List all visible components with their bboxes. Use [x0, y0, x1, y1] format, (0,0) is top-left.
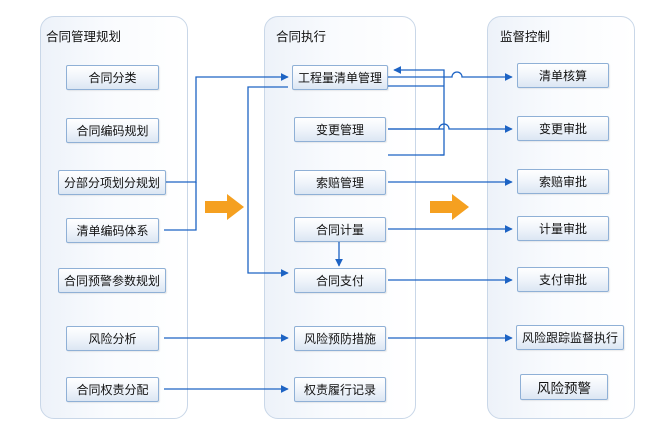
box-measure-approval: 计量审批 [517, 216, 609, 241]
box-claim-approval: 索赔审批 [517, 169, 609, 194]
flow-arrow-right [430, 194, 469, 220]
connector-feedback-loop [393, 66, 445, 156]
box-authority-allocation: 合同权责分配 [66, 377, 159, 402]
box-contract-measurement: 合同计量 [294, 217, 386, 242]
box-risk-prevention: 风险预防措施 [294, 326, 386, 351]
box-boq-coding-system: 清单编码体系 [66, 218, 159, 243]
box-boq-check: 清单核算 [517, 63, 609, 88]
connector-boq-to-payment [247, 86, 289, 277]
flow-arrow-left [205, 194, 244, 220]
box-contract-classification: 合同分类 [66, 65, 159, 90]
box-claim-management: 索赔管理 [294, 170, 386, 195]
box-risk-analysis: 风险分析 [66, 326, 159, 351]
box-risk-alert: 风险预警 [520, 374, 608, 400]
planning-title: 合同管理规划 [46, 29, 122, 44]
box-boq-management: 工程量清单管理 [292, 65, 388, 90]
connector-wbs-to-boq [164, 73, 289, 183]
box-alert-parameter-plan: 合同预警参数规划 [58, 268, 166, 293]
box-authority-record: 权责履行记录 [294, 377, 386, 402]
box-wbs-plan: 分部分项划分规划 [58, 170, 166, 195]
box-payment-approval: 支付审批 [517, 267, 609, 292]
connector-boq-code-to-boq [164, 182, 197, 231]
execution-title: 合同执行 [276, 29, 327, 44]
box-change-management: 变更管理 [294, 117, 386, 142]
supervision-title: 监督控制 [500, 29, 551, 44]
box-change-approval: 变更审批 [517, 116, 609, 141]
box-contract-payment: 合同支付 [294, 268, 386, 293]
box-contract-coding-plan: 合同编码规划 [66, 118, 159, 143]
connector-boq-check [388, 71, 513, 81]
connector-change-approval [388, 123, 513, 133]
box-risk-tracking: 风险跟踪监督执行 [516, 325, 624, 350]
